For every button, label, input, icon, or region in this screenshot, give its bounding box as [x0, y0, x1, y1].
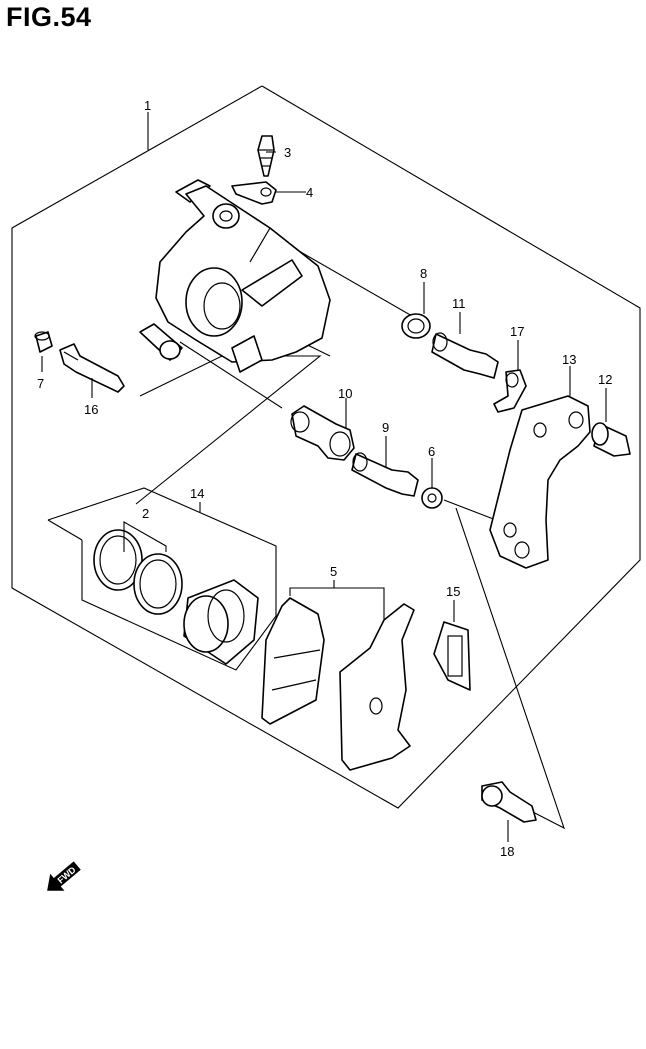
figure-title: FIG.54 — [6, 2, 92, 32]
callout-10: 10 — [338, 386, 352, 401]
callout-18: 18 — [500, 844, 514, 859]
bracket-bolt — [481, 781, 537, 823]
pin-rubber-boot — [290, 405, 355, 461]
slide-pin-lower — [351, 452, 419, 497]
caliper-body — [139, 179, 331, 373]
callout-11: 11 — [452, 296, 466, 311]
callout-12: 12 — [598, 372, 612, 387]
piston-seals — [93, 529, 183, 615]
bleeder-cap — [231, 181, 277, 205]
callout-5: 5 — [330, 564, 337, 579]
callout-1: 1 — [144, 98, 151, 113]
callout-7: 7 — [37, 376, 44, 391]
plug — [34, 331, 53, 353]
callout-6: 6 — [428, 444, 435, 459]
bracket-sleeve — [591, 422, 631, 457]
pin-boot — [401, 313, 431, 339]
callout-15: 15 — [446, 584, 460, 599]
forward-arrow-icon: FWD — [47, 861, 81, 891]
slide-pin-upper — [431, 332, 499, 379]
caliper-bracket — [489, 395, 591, 569]
brake-pads — [261, 597, 415, 771]
callout-13: 13 — [562, 352, 576, 367]
washer — [421, 487, 443, 509]
callout-16: 16 — [84, 402, 98, 417]
callout-17: 17 — [510, 324, 524, 339]
pad-shim — [433, 621, 471, 691]
pad-spring — [493, 369, 527, 413]
callout-4: 4 — [306, 185, 313, 200]
callout-8: 8 — [420, 266, 427, 281]
pad-pin — [59, 343, 125, 393]
callout-9: 9 — [382, 420, 389, 435]
bleeder-screw — [257, 135, 275, 177]
assembly-frame — [11, 85, 641, 809]
callout-3: 3 — [284, 145, 291, 160]
piston — [183, 579, 259, 665]
callout-14: 14 — [190, 486, 204, 501]
piston-kit-frame — [47, 487, 277, 671]
callout-2: 2 — [142, 506, 149, 521]
